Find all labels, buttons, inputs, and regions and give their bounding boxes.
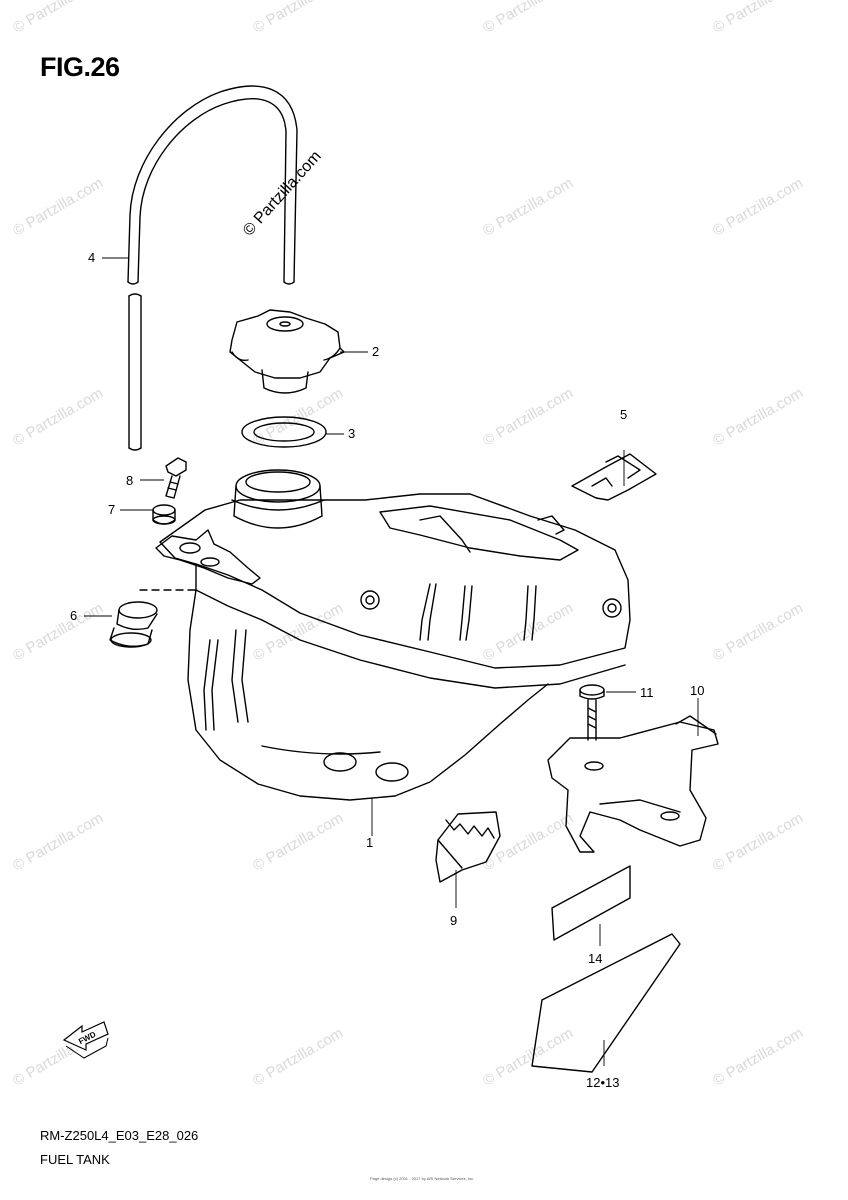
callout-11: 11 (640, 685, 654, 700)
callout-10: 10 (690, 683, 705, 698)
callout-3: 3 (348, 426, 356, 441)
callout-8: 8 (126, 473, 134, 488)
callout-12-13: 12•13 (586, 1075, 620, 1090)
callout-1: 1 (366, 835, 374, 850)
bolt (165, 457, 187, 499)
pad (435, 811, 501, 883)
cushion (109, 601, 158, 648)
forward-arrow-icon (62, 1021, 109, 1059)
fuel-tank (155, 469, 631, 801)
callout-5: 5 (620, 407, 628, 422)
assembly-description: FUEL TANK (40, 1152, 110, 1167)
callout-2: 2 (372, 344, 380, 359)
protector-sheet (551, 865, 631, 941)
callout-7: 7 (108, 502, 116, 517)
breather-hose (127, 85, 298, 451)
callout-9: 9 (450, 913, 458, 928)
rear-bracket (547, 715, 719, 853)
callout-6: 6 (70, 608, 78, 623)
tank-retainer (571, 453, 657, 501)
model-code: RM-Z250L4_E03_E28_026 (40, 1128, 199, 1143)
leader-lines (84, 257, 699, 1066)
figure-title: FIG.26 (40, 52, 120, 82)
copyright-note: Page design (c) 2001 - 2017 by ARI Netwo… (370, 1176, 475, 1181)
rear-bolt (579, 684, 605, 741)
callout-14: 14 (588, 951, 603, 966)
fuel-cap (229, 309, 345, 394)
collar (152, 504, 176, 525)
gasket (241, 416, 327, 448)
tank-cover-sheet (531, 933, 681, 1073)
callout-4: 4 (88, 250, 96, 265)
